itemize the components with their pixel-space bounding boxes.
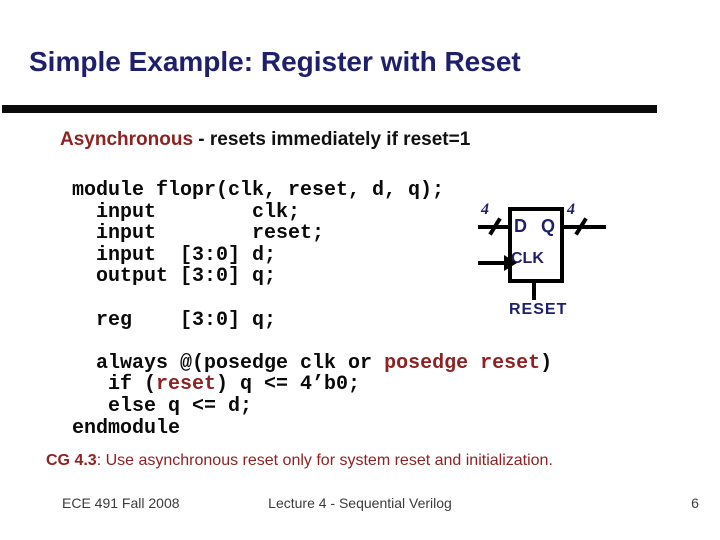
code-line: else q <= d; bbox=[72, 396, 552, 418]
d-bus-width-label: 4 bbox=[481, 201, 489, 218]
code-line: endmodule bbox=[72, 416, 552, 440]
code-text: endmodule bbox=[72, 416, 181, 440]
code-line: reg [3:0] q; bbox=[72, 308, 552, 332]
clk-input-wire bbox=[478, 261, 506, 265]
title-underline-bar bbox=[2, 105, 657, 113]
footer-page-number: 6 bbox=[691, 495, 699, 511]
code-line: input reset; bbox=[72, 223, 552, 245]
d-port-label: D bbox=[514, 216, 527, 236]
guideline-note: CG 4.3: Use asynchronous reset only for … bbox=[46, 452, 553, 470]
bullet-keyword: Asynchronous bbox=[60, 129, 194, 150]
code-text: ) q <= 4’b0; bbox=[216, 373, 361, 397]
code-line-blank bbox=[72, 331, 552, 353]
code-line: input clk; bbox=[72, 200, 552, 224]
bullet-description: - resets immediately if reset=1 bbox=[193, 129, 471, 150]
code-text: else q <= d; bbox=[72, 394, 253, 418]
code-line: output [3:0] q; bbox=[72, 266, 552, 288]
q-output-wire bbox=[564, 225, 606, 229]
code-text: ) bbox=[540, 351, 553, 375]
code-text: reg [3:0] q; bbox=[72, 308, 277, 332]
code-text: input clk; bbox=[72, 200, 301, 224]
code-text: input reset; bbox=[72, 222, 325, 246]
code-text: always @(posedge clk or bbox=[72, 351, 385, 375]
code-text: output [3:0] q; bbox=[72, 265, 277, 289]
code-line: module flopr(clk, reset, d, q); bbox=[72, 180, 552, 202]
code-block: module flopr(clk, reset, d, q); input cl… bbox=[72, 180, 552, 439]
page-title: Simple Example: Register with Reset bbox=[29, 46, 521, 77]
code-text-highlight: posedge reset bbox=[384, 351, 541, 375]
flipflop-box bbox=[508, 207, 564, 283]
q-port-label: Q bbox=[541, 216, 556, 236]
footer-course: ECE 491 Fall 2008 bbox=[62, 495, 180, 511]
code-line: always @(posedge clk or posedge reset) bbox=[72, 351, 553, 375]
code-text-highlight: reset bbox=[156, 373, 217, 397]
code-line: input [3:0] d; bbox=[72, 243, 552, 267]
guideline-tag: CG 4.3 bbox=[46, 452, 97, 469]
q-bus-width-label: 4 bbox=[567, 201, 575, 218]
code-line-blank bbox=[72, 288, 552, 310]
bullet-item: Asynchronous - resets immediately if res… bbox=[60, 129, 470, 151]
clk-port-label: CLK bbox=[511, 250, 544, 267]
clk-arrow-icon bbox=[504, 255, 517, 271]
guideline-text: : Use asynchronous reset only for system… bbox=[96, 452, 553, 469]
code-text: if ( bbox=[72, 373, 157, 397]
footer-lecture-title: Lecture 4 - Sequential Verilog bbox=[268, 495, 452, 511]
code-text: module flopr(clk, reset, d, q); bbox=[72, 179, 445, 202]
code-line: if (reset) q <= 4’b0; bbox=[72, 374, 552, 396]
reset-stub-wire bbox=[532, 283, 536, 300]
code-text: input [3:0] d; bbox=[72, 243, 277, 267]
reset-port-label: RESET bbox=[509, 301, 568, 318]
